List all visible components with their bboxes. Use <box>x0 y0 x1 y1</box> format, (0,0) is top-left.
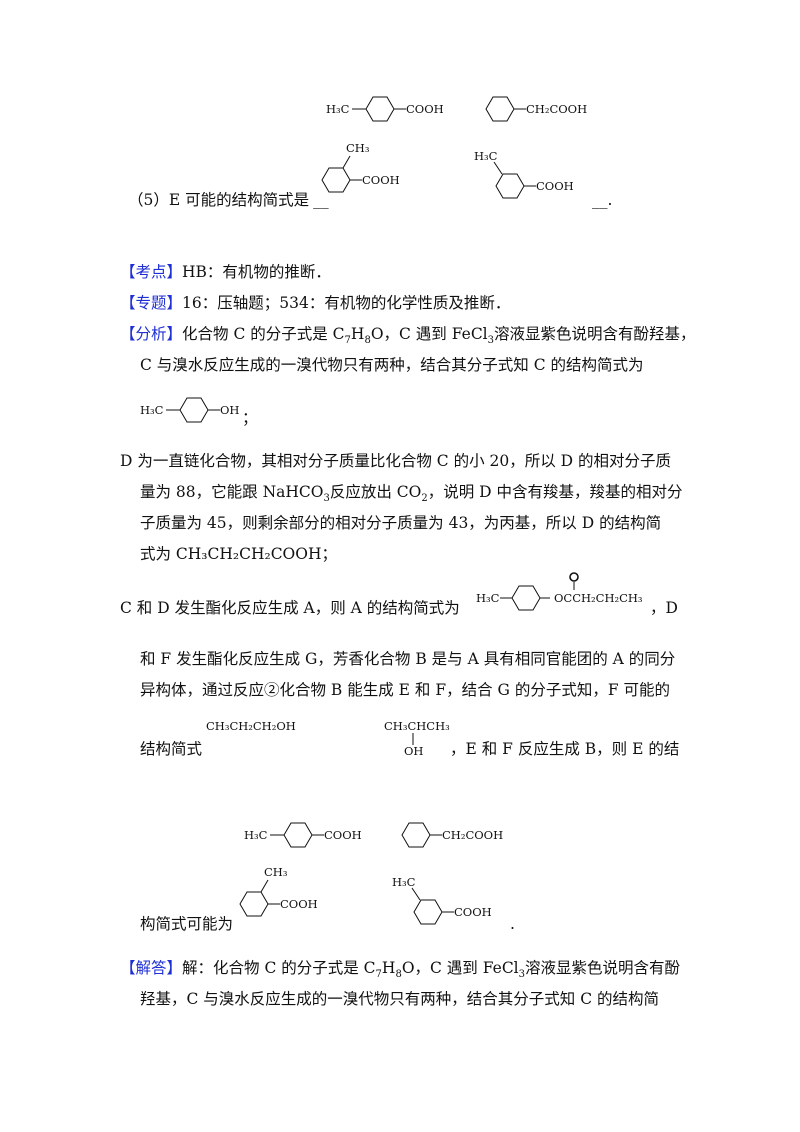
fenxi-tag: 【分析】 <box>120 325 183 343</box>
question-5-end: __. <box>592 190 612 210</box>
label-cooh: COOH <box>362 173 400 187</box>
phenylacetic-acid-structure: CH₂COOH <box>485 96 587 122</box>
fenxi-d-line-2: 量为 88，它能跟 NaHCO3反应放出 CO2，说明 D 中含有羧基，羧基的相… <box>140 482 683 509</box>
kaodian-text: HB：有机物的推断． <box>182 263 331 281</box>
sub: 3 <box>518 969 526 981</box>
sub: 3 <box>487 335 495 347</box>
label-cooh: COOH <box>280 897 318 911</box>
fenxi-d-line-3: 子质量为 45，则剩余部分的相对分子质量为 43，为丙基，所以 D 的结构简 <box>140 513 661 533</box>
fenxi-text: ，E 和 F 反应生成 B，则 E 的结 <box>450 740 680 758</box>
1-propanol-structure: CH₃CH₂CH₂OH <box>206 719 296 733</box>
fenxi-text: ，说明 D 中含有羧基，羧基的相对分 <box>427 483 683 501</box>
label-h3c: H₃C <box>474 149 498 163</box>
fenxi-line-1: 【分析】化合物 C 的分子式是 C7H8O，C 遇到 FeCl3溶液显紫色说明含… <box>120 324 696 351</box>
label-ester: OCCH₂CH₂CH₃ <box>554 591 643 605</box>
jieda-text: 溶液显紫色说明含有酚 <box>525 959 681 977</box>
fenxi-c-line-2: 和 F 发生酯化反应生成 G，芳香化合物 B 是与 A 具有相同官能团的 A 的… <box>140 649 675 669</box>
p-cresol-structure: H₃C OH <box>140 397 239 423</box>
jieda-text: H <box>381 959 396 977</box>
label-ch3: CH₃ <box>346 141 370 155</box>
fenxi-text: H <box>350 325 365 343</box>
label-isopropyl: CH₃CHCH₃ <box>384 719 450 733</box>
jieda-text: O，C 遇到 FeCl <box>401 959 519 977</box>
2-propanol-structure: CH₃CHCH₃ OH <box>384 719 450 758</box>
fenxi-text: 溶液显紫色说明含有酚羟基， <box>494 325 696 343</box>
label-propanol: CH₃CH₂CH₂OH <box>206 719 296 733</box>
label-oh: OH <box>404 744 423 758</box>
blank-a: __ <box>313 191 329 209</box>
fenxi-text: . <box>510 915 515 933</box>
fenxi-text: ，D <box>650 599 678 617</box>
p-methylbenzoic-acid-structure-2: H₃C COOH <box>244 822 362 848</box>
fenxi-c-line-4-end: ，E 和 F 反应生成 B，则 E 的结 <box>450 739 679 759</box>
fenxi-text: 结构简式 <box>140 740 203 758</box>
jieda-text: 解：化合物 C 的分子式是 C <box>182 959 376 977</box>
fenxi-text: D 为一直链化合物，其相对分子质量比化合物 C 的小 20，所以 D 的相对分子… <box>120 452 672 470</box>
zhuanti-line: 【专题】16：压轴题；534：有机物的化学性质及推断． <box>120 293 510 313</box>
label-oh: OH <box>220 403 239 417</box>
o-methylbenzoic-acid-structure-2: CH₃ COOH <box>239 865 318 917</box>
fenxi-c-line-3: 异构体，通过反应②化合物 B 能生成 E 和 F，结合 G 的分子式知，F 可能… <box>140 680 670 700</box>
sub: 7 <box>344 335 351 347</box>
fenxi-text: O，C 遇到 FeCl <box>370 325 488 343</box>
question-5-label: （5）E 可能的结构简式是 <box>128 191 310 209</box>
jieda-line-1: 【解答】解：化合物 C 的分子式是 C7H8O，C 遇到 FeCl3溶液显紫色说… <box>120 958 680 985</box>
fenxi-text: 量为 88，它能跟 NaHCO <box>140 483 324 501</box>
fenxi-text: 构简式可能为 <box>140 915 234 933</box>
ester-a-structure: H₃C OCCH₂CH₂CH₃ <box>476 572 643 611</box>
sub: 7 <box>375 969 382 981</box>
p-methylbenzoic-acid-structure: H₃C COOH <box>326 96 444 122</box>
fenxi-c-line-5: 构简式可能为 <box>140 914 233 934</box>
blank-b: __. <box>592 191 613 209</box>
label-ch2cooh: CH₂COOH <box>526 102 587 116</box>
fenxi-d-line-4: 式为 CH₃CH₂CH₂COOH； <box>140 544 337 564</box>
jieda-line-2: 羟基，C 与溴水反应生成的一溴代物只有两种，结合其分子式知 C 的结构简 <box>140 989 659 1009</box>
fenxi-text: 化合物 C 的分子式是 C <box>182 325 345 343</box>
m-methylbenzoic-acid-structure-2: H₃C COOH <box>392 875 492 925</box>
label-cooh: COOH <box>536 179 574 193</box>
zhuanti-tag: 【专题】 <box>120 294 183 312</box>
fenxi-c-line-1-end: ，D <box>650 598 678 618</box>
fenxi-text: 式为 CH₃CH₂CH₂COOH； <box>140 545 337 563</box>
jieda-text: 羟基，C 与溴水反应生成的一溴代物只有两种，结合其分子式知 C 的结构简 <box>140 990 660 1008</box>
label-h3c: H₃C <box>244 828 268 842</box>
fenxi-text: 和 F 发生酯化反应生成 G，芳香化合物 B 是与 A 具有相同官能团的 A 的… <box>140 650 676 668</box>
fenxi-text: C 和 D 发生酯化反应生成 A，则 A 的结构简式为 <box>120 599 460 617</box>
fenxi-text: C 与溴水反应生成的一溴代物只有两种，结合其分子式知 C 的结构简式为 <box>140 356 644 374</box>
label-h3c: H₃C <box>326 102 350 116</box>
question-5-line: （5）E 可能的结构简式是__ <box>128 190 329 210</box>
fenxi-text: 子质量为 45，则剩余部分的相对分子质量为 43，为丙基，所以 D 的结构简 <box>140 514 662 532</box>
label-ch2cooh: CH₂COOH <box>442 828 503 842</box>
label-cooh: COOH <box>454 905 492 919</box>
label-h3c: H₃C <box>476 591 500 605</box>
fenxi-c-line-1: C 和 D 发生酯化反应生成 A，则 A 的结构简式为 <box>120 598 460 618</box>
sub: 2 <box>421 493 428 505</box>
fenxi-line-2: C 与溴水反应生成的一溴代物只有两种，结合其分子式知 C 的结构简式为 <box>140 355 644 375</box>
fenxi-d-line-1: D 为一直链化合物，其相对分子质量比化合物 C 的小 20，所以 D 的相对分子… <box>120 451 671 471</box>
fenxi-semicolon: ； <box>242 408 258 428</box>
fenxi-text: 异构体，通过反应②化合物 B 能生成 E 和 F，结合 G 的分子式知，F 可能… <box>140 681 671 699</box>
label-cooh: COOH <box>406 102 444 116</box>
label-h3c: H₃C <box>140 403 164 417</box>
jieda-tag: 【解答】 <box>120 959 183 977</box>
label-ch3: CH₃ <box>264 865 288 879</box>
kaodian-line: 【考点】HB：有机物的推断． <box>120 262 331 282</box>
zhuanti-text: 16：压轴题；534：有机物的化学性质及推断． <box>182 294 511 312</box>
fenxi-text: 反应放出 CO <box>329 483 422 501</box>
fenxi-c-line-5-end: . <box>510 914 515 934</box>
phenylacetic-acid-structure-2: CH₂COOH <box>401 822 503 848</box>
sub: 3 <box>323 493 330 505</box>
sub: 8 <box>364 335 371 347</box>
kaodian-tag: 【考点】 <box>120 263 183 281</box>
fenxi-c-line-4: 结构简式 <box>140 739 202 759</box>
o-methylbenzoic-acid-structure: CH₃ COOH <box>321 141 400 193</box>
sub: 8 <box>395 969 402 981</box>
label-h3c: H₃C <box>392 875 416 889</box>
semicolon: ； <box>242 409 258 427</box>
m-methylbenzoic-acid-structure: H₃C COOH <box>474 149 574 199</box>
label-cooh: COOH <box>324 828 362 842</box>
